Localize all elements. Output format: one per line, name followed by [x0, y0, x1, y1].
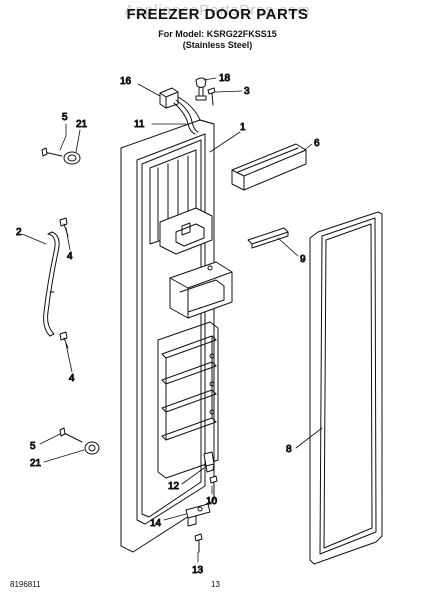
callout-16: 16: [120, 76, 132, 87]
door-handle: [43, 231, 60, 337]
callout-13: 13: [192, 565, 204, 576]
callout-21-lower: 21: [30, 458, 42, 469]
hinge-screw: [209, 475, 218, 495]
page-number: 13: [211, 580, 220, 589]
hinge-bracket: [185, 503, 211, 527]
hinge-bottom-screw: [194, 533, 203, 553]
callout-8: 8: [286, 444, 292, 455]
callout-5-lower: 5: [30, 441, 36, 452]
callout-18: 18: [219, 73, 231, 84]
callout-6: 6: [314, 138, 320, 149]
screw-part: [207, 87, 216, 106]
callout-10: 10: [206, 496, 218, 507]
watermark: AppliancePartsPros.com: [124, 2, 311, 19]
callout-5-upper: 5: [62, 112, 68, 123]
leader-lines: [21, 77, 323, 563]
callout-2: 2: [16, 227, 22, 238]
document-number: 8196811: [10, 580, 41, 589]
door-gasket: [309, 211, 383, 565]
callout-9: 9: [300, 254, 306, 265]
wire-harness: [159, 87, 201, 135]
plug-part: [195, 77, 207, 101]
callout-14: 14: [150, 518, 162, 529]
model-number: For Model: KSRG22FKSS15: [158, 29, 277, 39]
hinge-bushing: [203, 451, 215, 473]
door-bin: [231, 143, 307, 191]
callout-12: 12: [168, 481, 180, 492]
callout-11: 11: [134, 119, 145, 130]
callout-1: 1: [240, 122, 246, 133]
page-title: FREEZER DOOR PARTS: [126, 6, 309, 23]
callout-4-lower: 4: [69, 373, 75, 384]
model-finish: (Stainless Steel): [182, 40, 253, 50]
model-info: For Model: KSRG22FKSS15 (Stainless Steel…: [0, 29, 435, 51]
callout-3: 3: [244, 86, 250, 97]
callout-21-upper: 21: [76, 119, 88, 130]
trim-strip: [247, 227, 289, 249]
handle-screw-lower: [59, 427, 100, 455]
callout-4-upper: 4: [67, 251, 73, 262]
callout-labels: 16 18 3 11 1 6 5 21 2 4 9 4 8 5 21 12 10…: [16, 73, 321, 577]
handle-screw-upper: [41, 147, 81, 165]
door-panel: [120, 119, 233, 553]
handle-mount-screws: [59, 217, 69, 349]
